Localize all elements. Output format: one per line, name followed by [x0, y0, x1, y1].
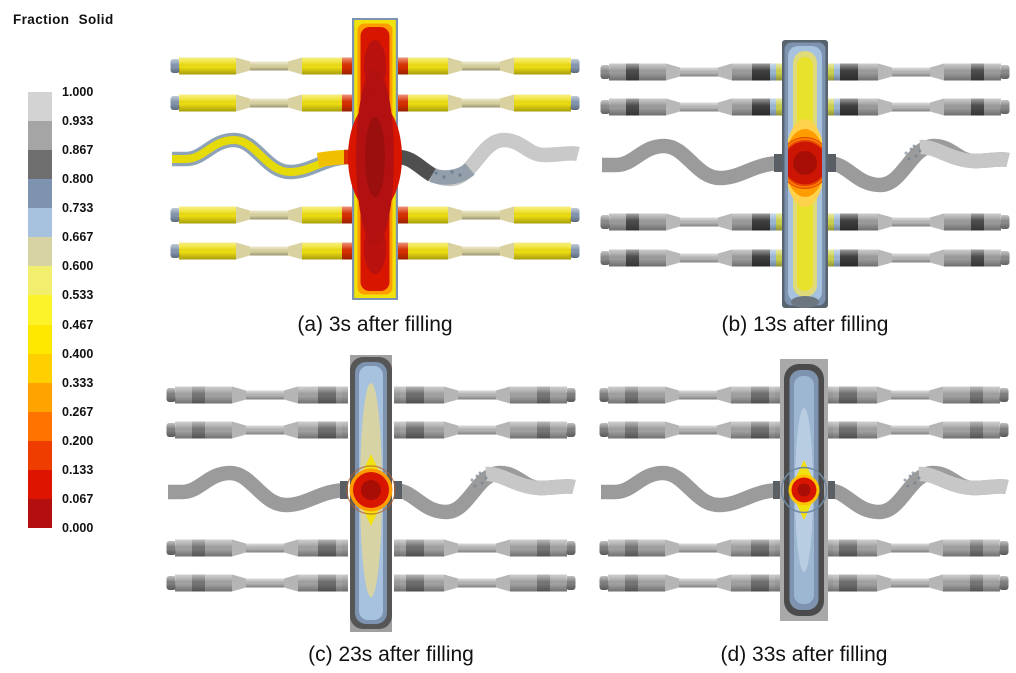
legend-color-band [28, 411, 52, 441]
legend-value-label: 0.800 [62, 172, 94, 187]
liquid-pocket [346, 454, 396, 526]
legend-color-band [28, 469, 52, 499]
legend-value-label: 1.000 [62, 85, 94, 99]
test-bar-half [398, 206, 580, 224]
legend-color-band [28, 237, 52, 267]
test-bar-half [170, 94, 352, 112]
legend-color-band [28, 295, 52, 325]
panel-b-visualization [600, 40, 1010, 308]
wavy-bar [172, 132, 580, 187]
test-bar-half [828, 249, 1010, 267]
wavy-bar [168, 465, 576, 520]
legend-value-label: 0.533 [62, 288, 94, 303]
legend-value-label: 0.267 [62, 404, 94, 419]
wavy-bar [601, 465, 1009, 520]
legend-value-label: 0.667 [62, 230, 94, 245]
test-bar-half [827, 386, 1009, 404]
test-bar-half [166, 574, 348, 592]
test-bar-half [600, 249, 782, 267]
legend-value-label: 0.467 [62, 317, 94, 332]
legend-color-band [28, 353, 52, 383]
panel-c-visualization [166, 355, 576, 632]
test-bar-half [599, 574, 781, 592]
legend-value-label: 0.600 [62, 259, 94, 274]
legend-value-label: 0.400 [62, 346, 94, 361]
test-bar-half [827, 574, 1009, 592]
legend-color-band [28, 121, 52, 151]
legend-value-label: 0.867 [62, 143, 94, 158]
test-bar-half [599, 539, 781, 557]
panel-d-caption: (d) 33s after filling [720, 643, 888, 666]
legend-color-band [28, 208, 52, 238]
test-bar-half [599, 386, 781, 404]
legend-color-band [28, 440, 52, 470]
test-bar-half [600, 98, 782, 116]
legend-value-label: 0.933 [62, 114, 94, 129]
legend-value-label: 0.067 [62, 491, 94, 506]
test-bar-half [828, 98, 1010, 116]
test-bar-half [394, 539, 576, 557]
test-bar-half [398, 94, 580, 112]
legend-color-band [28, 266, 52, 296]
test-bar-half [166, 421, 348, 439]
legend-value-label: 0.333 [62, 375, 94, 390]
legend-value-label: 0.733 [62, 201, 94, 216]
test-bar-half [828, 63, 1010, 81]
test-bar-half [828, 213, 1010, 231]
test-bar-half [166, 539, 348, 557]
legend-value-label: 0.000 [62, 521, 94, 535]
legend-color-band [28, 92, 52, 122]
legend-color-band [28, 324, 52, 354]
legend-title: Fraction Solid [13, 12, 114, 27]
panel-a-caption: (a) 3s after filling [297, 313, 453, 336]
test-bar-half [827, 421, 1009, 439]
legend-colorbar [28, 92, 52, 528]
test-bar-half [398, 57, 580, 75]
panel-d-visualization [599, 359, 1009, 621]
test-bar-half [600, 63, 782, 81]
test-bar-half [827, 539, 1009, 557]
test-bar-half [170, 206, 352, 224]
test-bar-half [600, 213, 782, 231]
legend-color-band [28, 150, 52, 180]
panel-a-visualization [170, 18, 580, 300]
test-bar-half [170, 242, 352, 260]
test-bar-half [398, 242, 580, 260]
legend-labels: 1.000 0.933 0.867 0.800 0.733 0.667 0.600 0.533… [62, 85, 122, 535]
sprue-casting [780, 359, 828, 621]
sprue-casting [346, 355, 396, 632]
test-bar-half [599, 421, 781, 439]
legend-color-band [28, 179, 52, 209]
legend-value-label: 0.133 [62, 462, 94, 477]
legend-color-band [28, 382, 52, 412]
legend-value-label: 0.200 [62, 433, 94, 448]
panel-c-caption: (c) 23s after filling [308, 643, 474, 666]
liquid-pocket [780, 460, 828, 520]
sprue-casting [782, 40, 828, 308]
liquid-pocket [788, 119, 822, 207]
test-bar-half [394, 421, 576, 439]
test-bar-half [166, 386, 348, 404]
panel-b-caption: (b) 13s after filling [721, 313, 889, 336]
test-bar-half [394, 386, 576, 404]
test-bar-half [394, 574, 576, 592]
legend-color-band [28, 498, 52, 528]
wavy-bar [602, 138, 1010, 193]
sprue-casting [348, 18, 402, 300]
test-bar-half [170, 57, 352, 75]
